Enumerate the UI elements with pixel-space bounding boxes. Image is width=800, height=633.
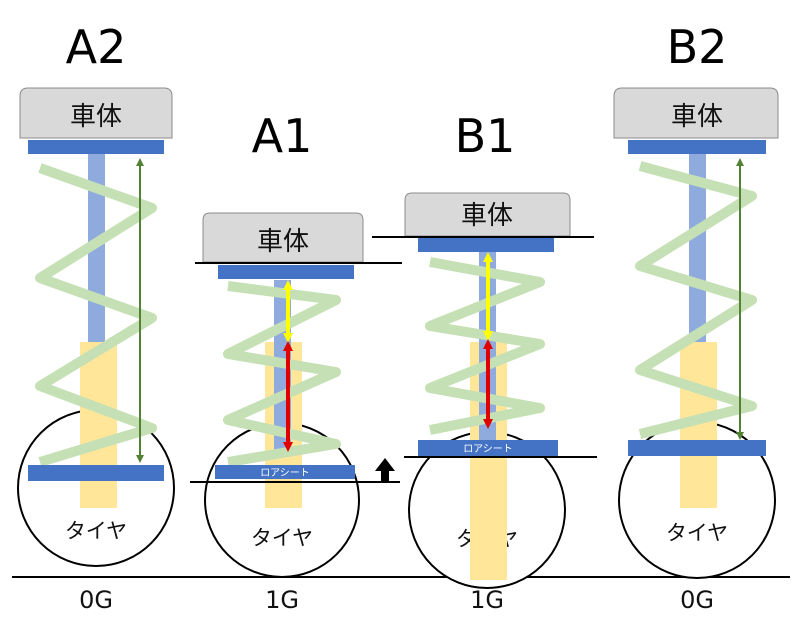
vehicle-body [19,87,173,139]
damper-body [80,342,117,508]
vehicle-body-label: 車体 [461,201,513,231]
coil-spring [425,257,545,435]
vehicle-body [613,87,779,139]
unit-a2: A2 タイヤ 車体 0G [17,20,175,614]
unit-b1: B1 タイヤ ロアシート 車体 1G [372,109,597,614]
lower-seat-label: ロアシート [463,444,513,455]
lower-seat [215,465,355,479]
coil-spring [635,161,757,439]
vehicle-body-label: 車体 [70,102,122,132]
g-label: 1G [470,586,504,614]
upper-plate [218,265,354,279]
unit-a1: A1 タイヤ ロアシート 車体 1G [190,109,402,614]
unit-title: A1 [252,109,313,163]
upper-plate [418,238,554,252]
g-label: 1G [265,586,299,614]
unit-title: A2 [66,20,127,74]
vehicle-body-label: 車体 [671,102,723,132]
g-label: 0G [79,586,113,614]
lower-plate [28,465,164,481]
unit-b2: B2 タイヤ 車体 0G [613,20,779,614]
lower-seat [418,440,558,456]
up-arrow-icon [375,458,395,483]
unit-title: B2 [667,20,728,74]
tire-label: タイヤ [65,519,127,543]
tire-label: タイヤ [251,526,313,550]
tire-label: タイヤ [666,521,728,545]
coil-spring [35,163,157,467]
unit-title: B1 [455,109,516,163]
lower-seat-label: ロアシート [260,468,310,479]
upper-plate [28,140,164,154]
vehicle-body-label: 車体 [257,227,309,257]
g-label: 0G [680,586,714,614]
piston-rod [689,152,706,342]
upper-plate [628,140,766,154]
coil-spring [223,281,341,467]
lower-plate [628,440,766,456]
vehicle-body [202,212,364,263]
vehicle-body [404,192,571,237]
